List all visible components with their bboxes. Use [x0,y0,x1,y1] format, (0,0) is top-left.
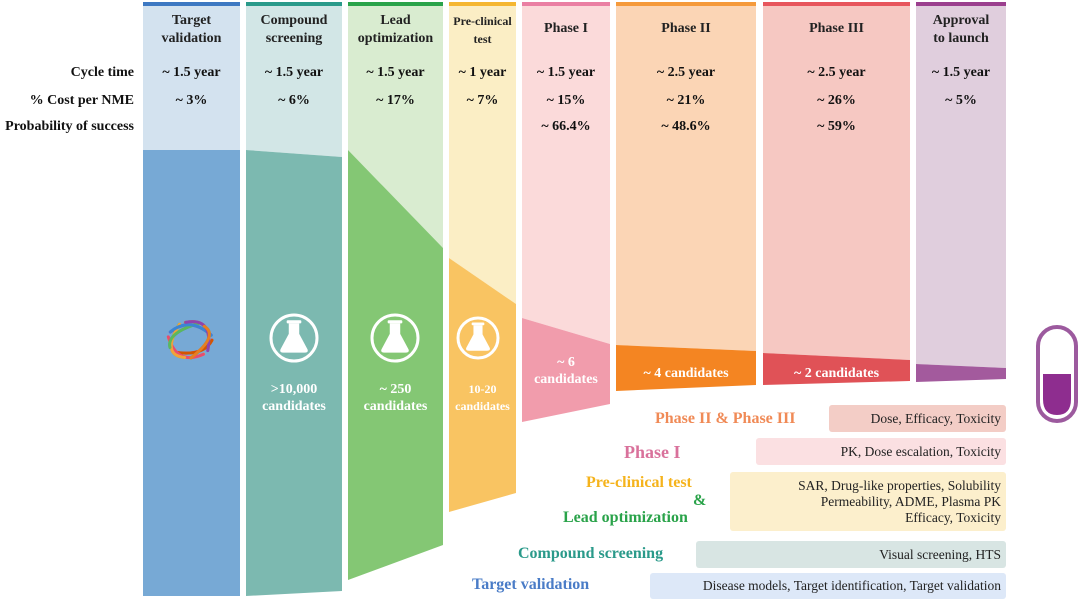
cost-value: ~ 5% [945,93,977,108]
row-label-cost: % Cost per NME [29,93,134,108]
funnel-segment-approval [916,364,1006,382]
column-accent-pre-clinical [449,2,516,6]
cost-value: ~ 17% [376,93,415,108]
cycle-time-value: ~ 1 year [458,65,507,80]
column-bg-phase-1 [522,5,610,344]
legend-box-phase-1: PK, Dose escalation, Toxicity [756,438,1006,465]
cycle-time-value: ~ 1.5 year [536,65,596,80]
cycle-time-value: ~ 2.5 year [807,65,866,80]
protein-structure-icon [166,320,214,360]
candidates-phase-2: ~ 4 candidates [643,366,729,381]
flask-icon-flask [381,323,409,353]
column-accent-approval [916,2,1006,6]
probability-value: ~ 59% [817,119,856,134]
flask-icon-flask-rim [387,320,403,324]
column-bg-lead-optimization [348,5,443,248]
flask-icon-flask-rim [286,320,302,324]
legend-title-lead-optimization: Lead optimization [563,509,688,526]
column-accent-compound-screening [246,2,342,6]
protein-strand [189,324,211,360]
legend-title-phase-2-3: Phase II & Phase III [655,410,796,427]
candidates-phase-3: ~ 2 candidates [793,366,880,381]
row-label-cycle-time: Cycle time [70,65,134,80]
stage-header-phase-1: Phase I [544,21,588,36]
funnel-segment-lead-optimization [348,150,443,580]
legend-box-compound-screening: Visual screening, HTS [696,541,1006,568]
cycle-time-value: ~ 1.5 year [264,65,324,80]
cycle-time-value: ~ 1.5 year [162,65,221,80]
funnel-segment-target-validation [143,150,240,596]
column-bg-target-validation [143,5,240,150]
column-bg-pre-clinical [449,5,516,304]
column-bg-approval [916,5,1006,368]
column-accent-target-validation [143,2,240,6]
cost-value: ~ 6% [278,93,310,108]
flask-icon-flask-rim [471,322,485,326]
column-accent-phase-2 [616,2,756,6]
probability-value: ~ 48.6% [661,119,711,134]
legend-title-compound-screening: Compound screening [518,545,664,562]
flask-icon [370,313,420,363]
column-accent-lead-optimization [348,2,443,6]
legend-title-ampersand: & [693,492,707,509]
column-bg-phase-2 [616,5,756,351]
legend-box-target-validation: Disease models, Target identification, T… [650,573,1006,599]
cost-value: ~ 15% [546,93,586,108]
cost-value: ~ 7% [466,93,499,108]
column-bg-phase-3 [763,5,910,360]
stage-header-phase-3: Phase III [809,21,864,36]
cost-value: ~ 26% [817,93,856,108]
legend-title-pre-clinical: Pre-clinical test [586,474,692,491]
probability-value: ~ 66.4% [541,119,591,134]
funnel-segment-compound-screening [246,150,342,596]
flask-icon [269,313,319,363]
column-accent-phase-3 [763,2,910,6]
legend-box-phase-2-3: Dose, Efficacy, Toxicity [829,405,1006,432]
column-bg-compound-screening [246,5,342,157]
flask-icon-flask [280,323,308,353]
cycle-time-value: ~ 1.5 year [366,65,425,80]
column-accent-phase-1 [522,2,610,6]
flask-icon [456,316,500,360]
funnel-segment-phase-3 [763,353,910,385]
cycle-time-value: ~ 2.5 year [656,65,716,80]
stage-header-phase-2: Phase II [661,21,711,36]
funnel-segment-phase-1 [522,318,610,422]
row-label-probability: Probability of success [5,119,134,134]
flask-icon-flask [466,325,490,351]
cost-value: ~ 21% [666,93,706,108]
legend-title-phase-1: Phase I [624,442,681,462]
legend-title-target-validation: Target validation [472,576,590,593]
cycle-time-value: ~ 1.5 year [931,65,991,80]
capsule-fill [1043,374,1071,415]
cost-value: ~ 3% [175,93,208,108]
funnel-segment-phase-2 [616,345,756,391]
